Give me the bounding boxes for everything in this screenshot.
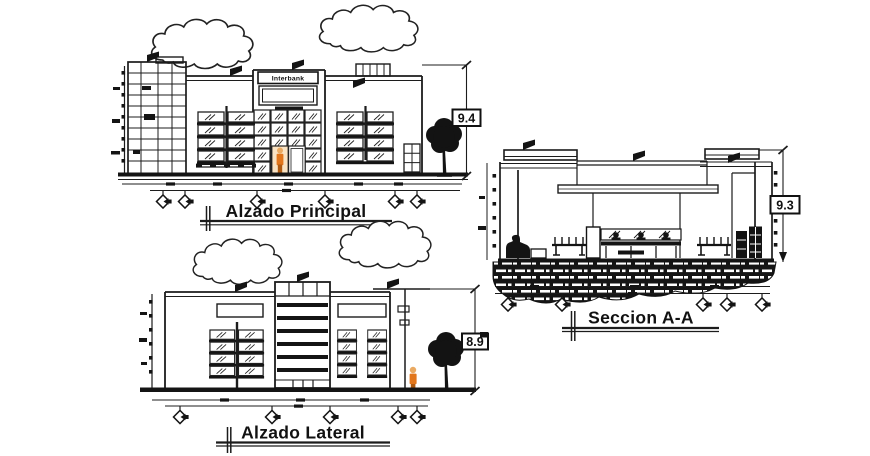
slope-arrow-icon [633,150,645,161]
strip-window-left [216,303,264,318]
detail-mark [480,332,488,338]
bottom-dimension-string [152,398,430,408]
strip-window-right [337,303,387,318]
section-building [478,139,778,304]
seated-person-at-desk [506,234,530,258]
drawing-title-text: Alzado Principal [226,201,367,221]
waiting-bench [550,235,588,257]
entrance-person-figure [276,147,284,173]
drawing-title-principal: Alzado Principal [200,201,392,231]
stair-tower [127,56,187,175]
side-table [530,248,547,259]
upper-window [258,85,318,106]
roof-parapet [355,63,391,77]
drawing-title-text: Seccion A-A [588,308,694,328]
mid-roof [557,160,719,194]
seccion-a-a-drawing: 9.3 Seccion A-A [478,139,801,341]
height-dimension-value: 8.9 [466,335,483,349]
slope-arrow-icon [297,271,309,282]
floor-slab [498,258,774,262]
slope-arrow-icon [230,65,242,76]
height-dimension: 9.3 [759,145,801,262]
window-column [337,330,357,378]
height-dimension-badge [451,108,482,127]
alzado-lateral-drawing: 8.9 Alzado Lateral [139,220,489,453]
bottom-dimension-string [122,182,462,193]
side-ladder-window [403,143,421,173]
ground-hatch [492,261,777,304]
slope-arrow-icon [387,278,399,289]
cabinet-shelves [736,226,762,258]
louvered-core-tower [274,281,331,389]
slope-arrow-icon [353,77,365,88]
main-elevation-building: Interbank [111,51,468,180]
hatched-sill [196,163,256,168]
bottom-dimension-string [495,285,770,296]
side-elevation-building [139,271,476,392]
waiting-bench [695,235,733,257]
height-dimension-badge [769,195,801,215]
drawing-title-text: Alzado Lateral [241,423,365,443]
bank-sign-text: Interbank [272,76,304,83]
window-column [367,330,387,378]
alzado-principal-drawing: Interbank [111,4,482,231]
door [585,226,601,259]
height-dimension-value: 9.3 [776,199,793,213]
bank-sign: Interbank [257,71,319,85]
cloud-icon [338,220,432,269]
slope-arrow-icon [728,152,740,163]
height-dimension: 9.4 [422,60,482,181]
height-dimension-value: 9.4 [458,112,475,126]
left-parapet [503,149,578,161]
slope-arrow-icon [292,59,304,70]
cloud-icon [192,238,283,286]
ground-line [118,172,468,177]
cloud-icon [150,18,254,70]
entrance-doors [271,145,306,175]
person-figure [409,366,417,390]
column-grid-markers [172,405,427,425]
teller-counter [600,228,682,258]
cloud-icon [318,4,419,53]
drawing-title-seccion: Seccion A-A [562,308,719,341]
entrance-canopy [275,106,303,111]
tree-icon [427,331,465,391]
slope-arrow-icon [523,139,535,150]
interior-furniture [506,226,762,259]
ground-line [140,387,476,392]
drawing-title-lateral: Alzado Lateral [216,423,390,453]
